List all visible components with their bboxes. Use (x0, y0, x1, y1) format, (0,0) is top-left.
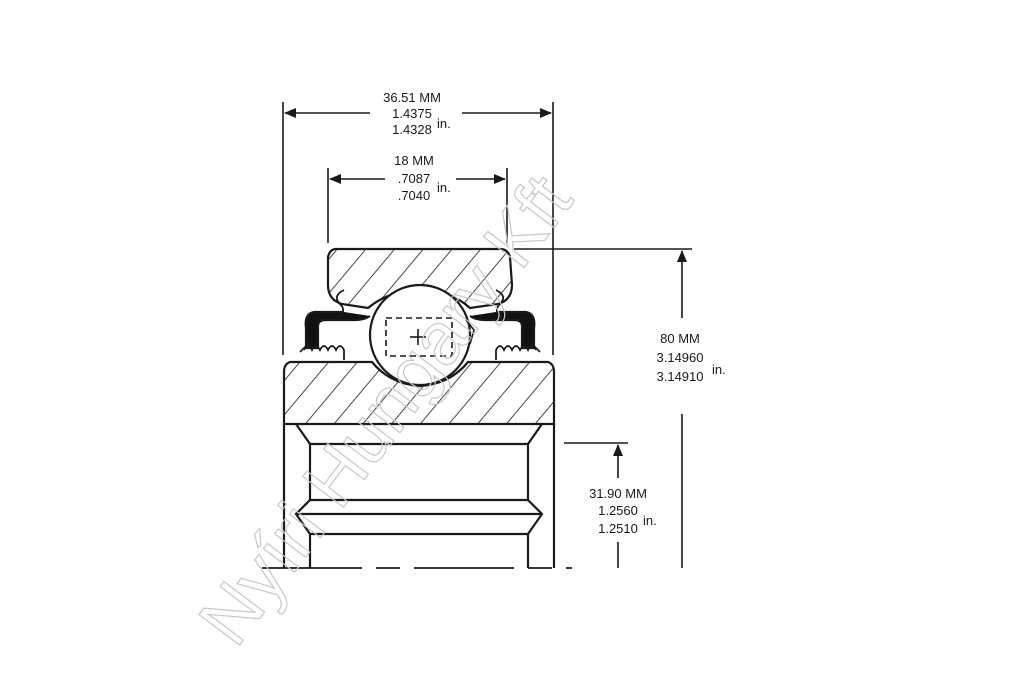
bore-radius-in-max: 1.2560 (598, 503, 638, 518)
bore-radius-in-min: 1.2510 (598, 521, 638, 536)
seal-right (465, 289, 541, 360)
seal-left (299, 289, 371, 360)
inner-ring (282, 360, 556, 426)
outer-width-unit: in. (437, 116, 451, 131)
bearing-body (262, 247, 572, 569)
inner-width-in-min: .7040 (398, 188, 431, 203)
outer-width-in-min: 1.4328 (392, 122, 432, 137)
outer-width-in-max: 1.4375 (392, 106, 432, 121)
outer-width-mm: 36.51 MM (383, 90, 441, 105)
ball-center-box (385, 317, 453, 357)
inner-width-unit: in. (437, 180, 451, 195)
inner-width-mm: 18 MM (394, 153, 434, 168)
bore-radius-mm: 31.90 MM (589, 486, 647, 501)
outer-diameter-in-max: 3.14960 (657, 350, 704, 365)
dim-outer-width: 36.51 MM 1.4375 1.4328 in. (383, 90, 451, 137)
dim-inner-width: 18 MM .7087 .7040 in. (394, 153, 451, 203)
inner-width-in-max: .7087 (398, 171, 431, 186)
dim-outer-diameter: 80 MM 3.14960 3.14910 in. (657, 331, 726, 384)
dim-bore-radius: 31.90 MM 1.2560 1.2510 in. (589, 486, 657, 536)
bore-housing (282, 423, 556, 568)
outer-diameter-unit: in. (712, 362, 726, 377)
outer-diameter-mm: 80 MM (660, 331, 700, 346)
dimension-lines (282, 102, 692, 568)
outer-diameter-in-min: 3.14910 (657, 369, 704, 384)
bore-radius-unit: in. (643, 513, 657, 528)
